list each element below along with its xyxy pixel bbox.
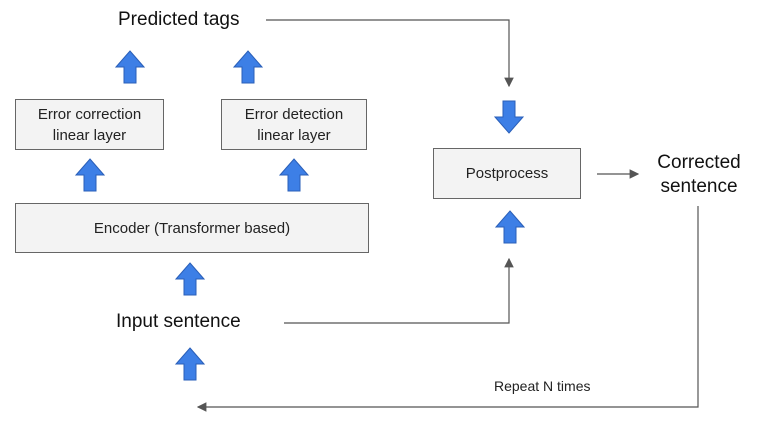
up-arrow-icon xyxy=(233,50,263,84)
tags-to-postprocess-line xyxy=(266,19,514,88)
error-correction-box: Error correction linear layer xyxy=(15,99,164,150)
input-to-postprocess-line xyxy=(284,257,514,324)
repeat-label: Repeat N times xyxy=(494,378,591,394)
down-arrow-icon xyxy=(494,100,524,134)
error-detection-box: Error detection linear layer xyxy=(221,99,367,150)
up-arrow-icon xyxy=(75,158,105,192)
corrected-sentence-label: Corrected sentence xyxy=(657,152,741,197)
encoder-box: Encoder (Transformer based) xyxy=(15,203,369,253)
postprocess-box: Postprocess xyxy=(433,148,581,199)
predicted-tags-label: Predicted tags xyxy=(118,9,240,30)
up-arrow-icon xyxy=(115,50,145,84)
up-arrow-icon xyxy=(279,158,309,192)
up-arrow-icon xyxy=(175,347,205,381)
input-sentence-label: Input sentence xyxy=(116,311,241,332)
repeat-loop-line xyxy=(196,206,699,412)
up-arrow-icon xyxy=(495,210,525,244)
up-arrow-icon xyxy=(175,262,205,296)
